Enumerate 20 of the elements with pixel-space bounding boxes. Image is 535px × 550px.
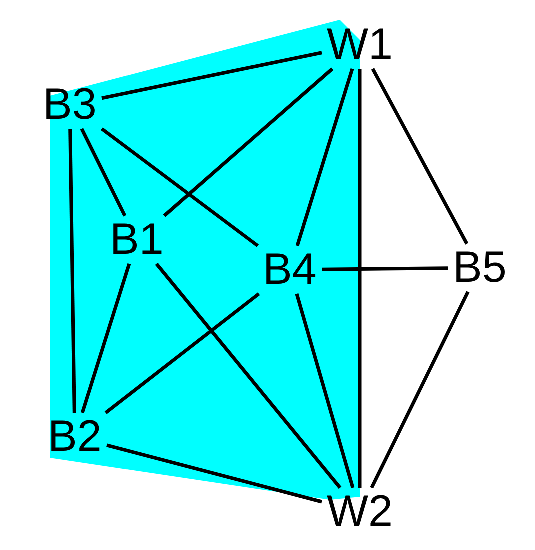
vertex-label: W2 [326, 490, 394, 534]
vertex-label: B2 [47, 415, 103, 459]
edge-line [322, 266, 448, 272]
vertex-label: B1 [109, 218, 165, 262]
vertex-label: B4 [262, 248, 318, 292]
edge-line [68, 128, 76, 414]
edge-line [371, 68, 469, 245]
edge-line [100, 128, 260, 248]
vertex-label: B5 [452, 246, 508, 290]
edge-line [296, 68, 354, 247]
edge-line [102, 51, 322, 100]
edge-line [80, 263, 132, 414]
edge-line [295, 294, 355, 488]
edge-line [80, 128, 127, 217]
edge-line [370, 291, 470, 489]
edge-line [106, 444, 322, 504]
edge-line [358, 69, 362, 488]
edge-line [163, 68, 334, 218]
edge-line [155, 262, 342, 490]
edge-line [104, 292, 260, 414]
